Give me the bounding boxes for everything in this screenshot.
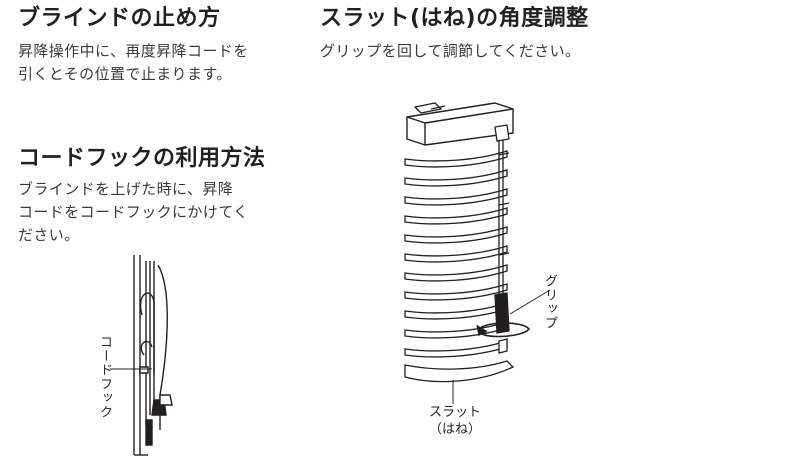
slat — [404, 302, 508, 320]
slat — [404, 150, 508, 168]
slat — [404, 169, 508, 187]
hook-description: ブラインドを上げた時に、昇降 コードをコードフックにかけてく ださい。 — [18, 178, 249, 247]
slat-title: スラット(はね)の角度調整 — [320, 6, 589, 31]
stop-line-1: 昇降操作中に、再度昇降コードを — [18, 42, 249, 60]
stop-line-2: 引くとその位置で止まります。 — [18, 65, 232, 83]
stop-description: 昇降操作中に、再度昇降コードを 引くとその位置で止まります。 — [18, 40, 249, 86]
slat — [404, 245, 508, 263]
slat-label: スラット （はね） — [420, 404, 490, 438]
cord-hook-illustration — [133, 255, 173, 456]
slat — [404, 283, 508, 301]
slat — [404, 264, 508, 282]
slat — [404, 188, 508, 206]
hook-line-3: ださい。 — [18, 226, 80, 244]
blind-illustration — [404, 102, 531, 383]
stop-title: ブラインドの止め方 — [18, 6, 221, 31]
hook-line-2: コードをコードフックにかけてく — [18, 203, 249, 221]
grip-leader — [509, 289, 551, 315]
slats — [404, 150, 508, 358]
slat — [404, 207, 508, 225]
cord-hook-label: コードフック — [97, 335, 112, 419]
cord-hook-leader — [110, 368, 152, 370]
hook-line-1: ブラインドを上げた時に、昇降 — [18, 180, 234, 198]
slat-leader — [452, 380, 454, 404]
slat — [404, 226, 508, 244]
slat-line-1: グリップを回して調節してください。 — [320, 42, 581, 60]
hook-title: コードフックの利用方法 — [18, 146, 266, 171]
slat-description: グリップを回して調節してください。 — [320, 40, 580, 63]
grip-label: グリップ — [542, 274, 557, 330]
slat-label-line-2: （はね） — [428, 422, 481, 437]
slat-label-line-1: スラット — [428, 405, 481, 420]
slat — [404, 340, 508, 358]
